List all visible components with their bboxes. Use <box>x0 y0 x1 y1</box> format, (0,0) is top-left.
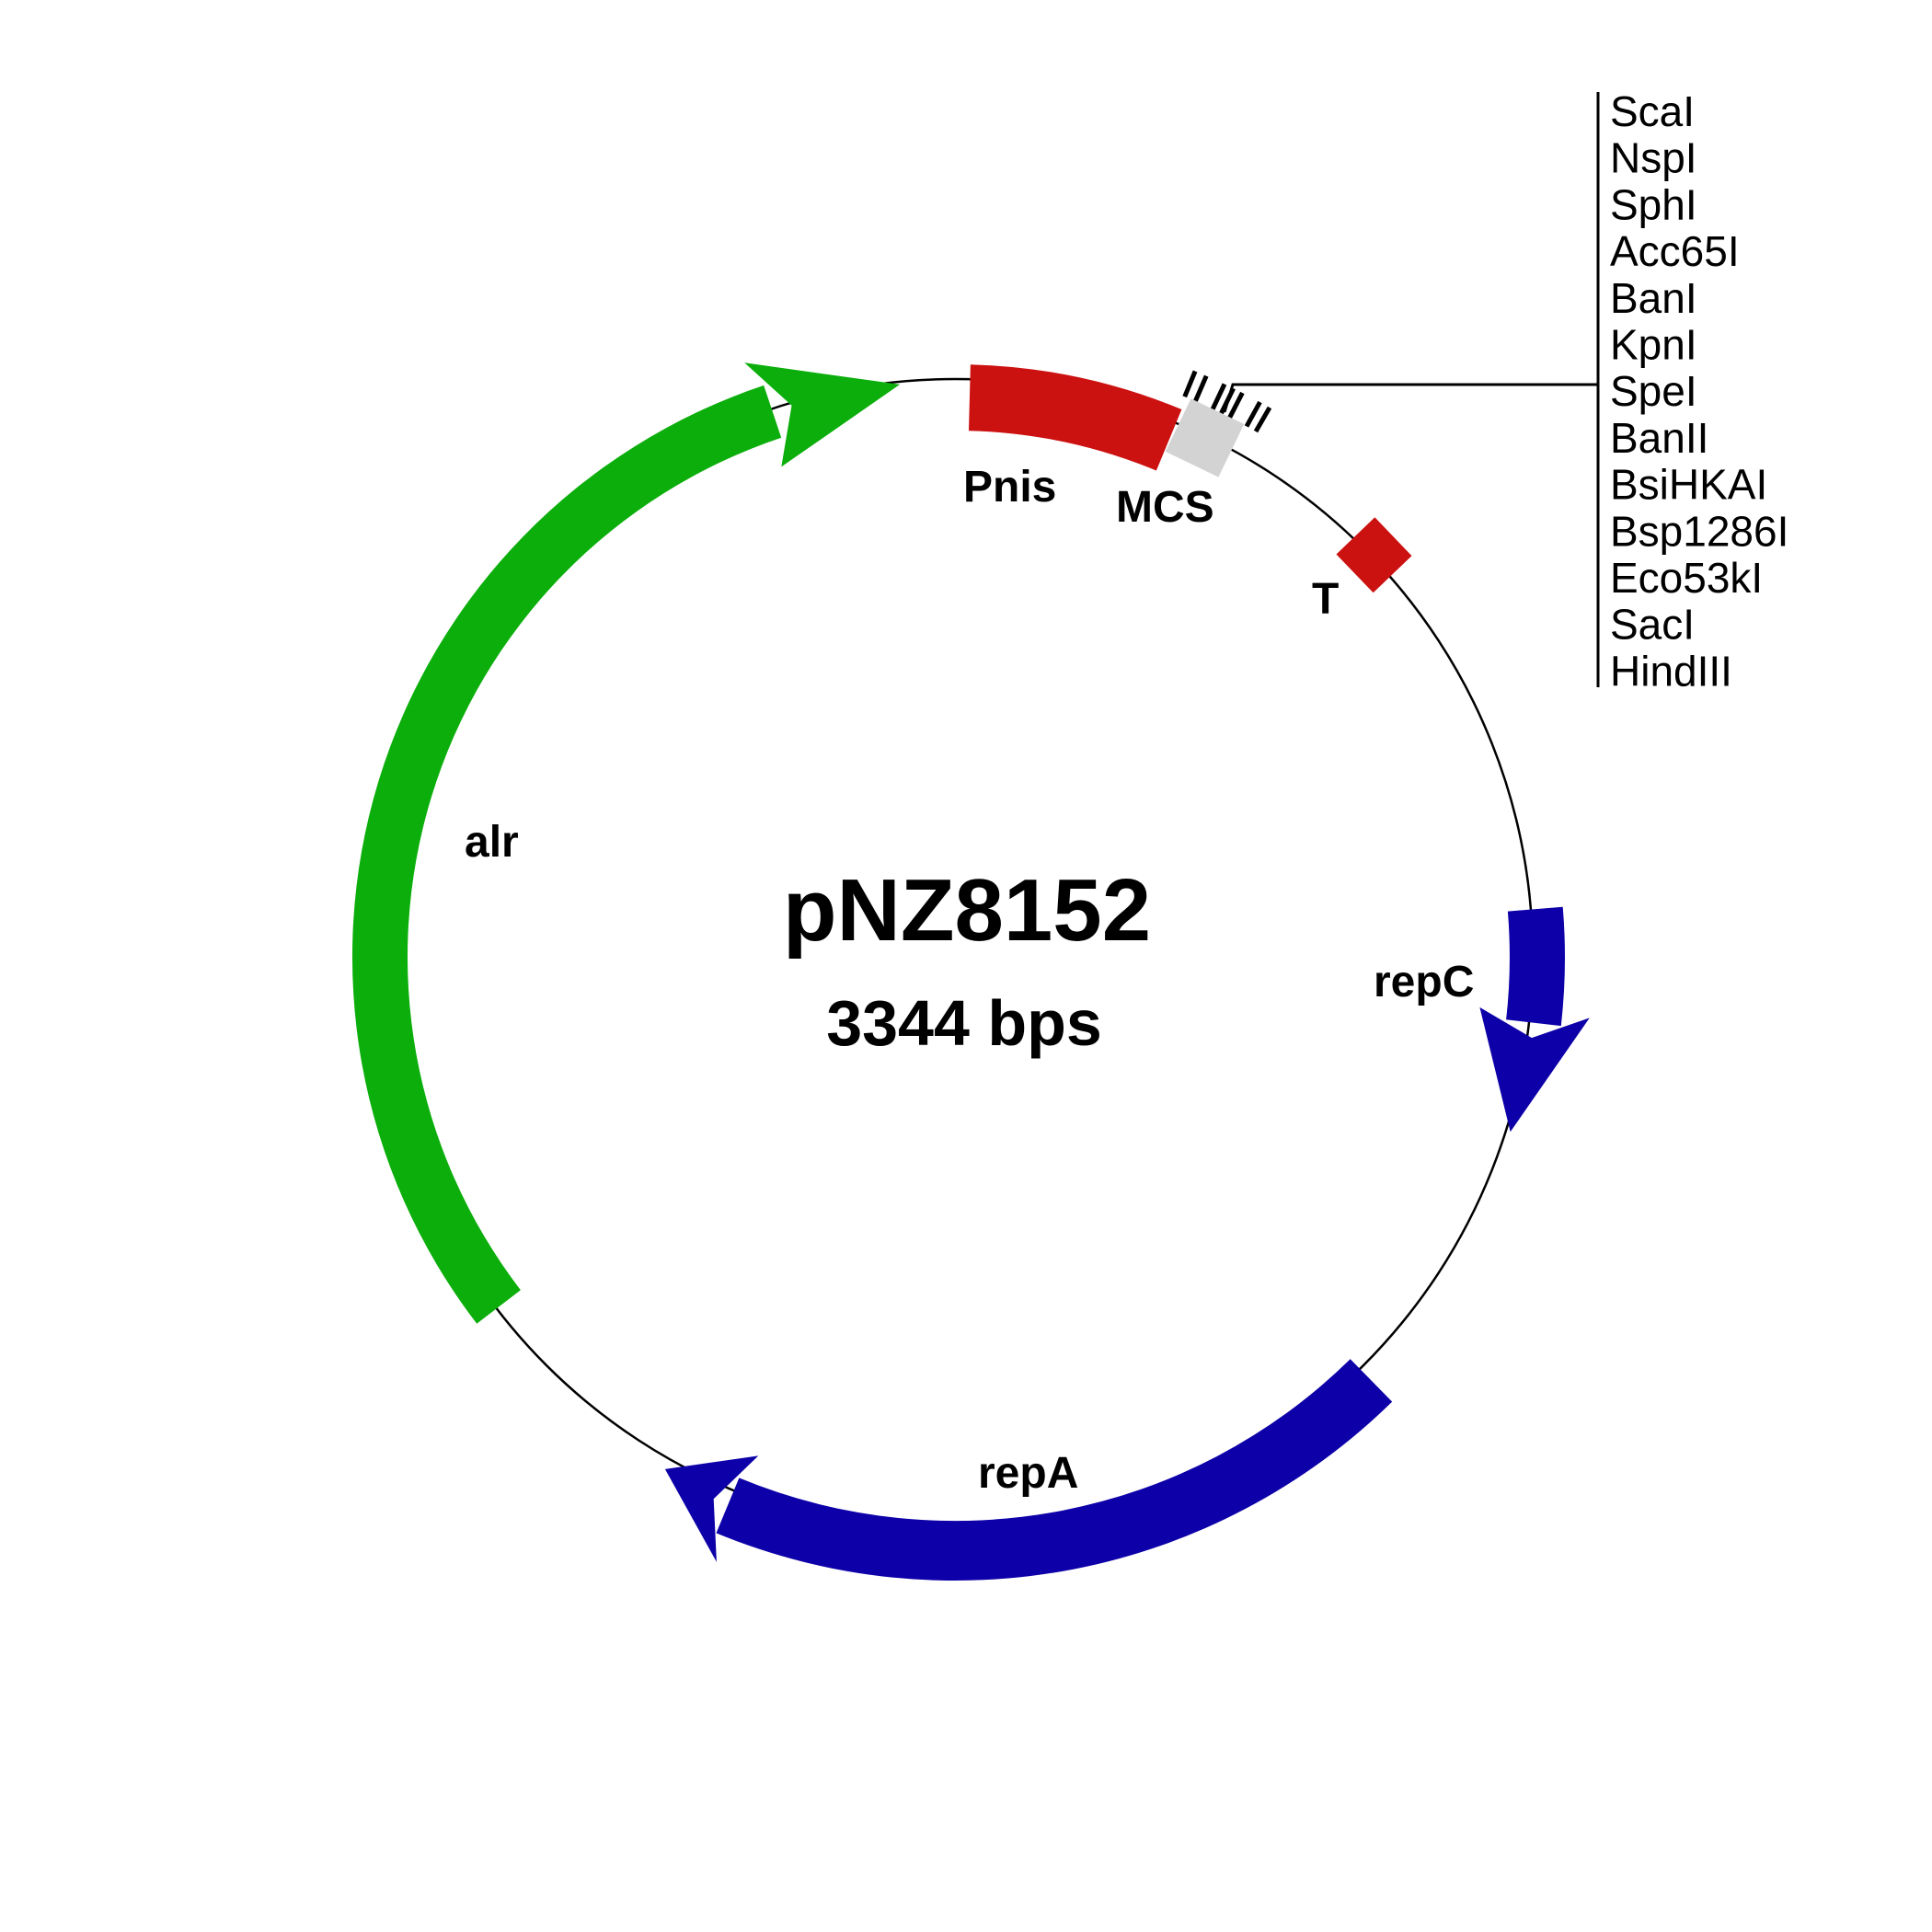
enzyme-item: BanII <box>1610 414 1708 462</box>
enzyme-item: Bsp1286I <box>1610 507 1788 555</box>
plasmid-title: pNZ8152 <box>783 861 1151 960</box>
enzyme-item: SacI <box>1610 601 1695 649</box>
enzyme-item: KpnI <box>1610 321 1697 369</box>
enzyme-item: BsiHKAI <box>1610 461 1767 509</box>
terminator-label: T <box>1312 575 1339 624</box>
terminator-diamond <box>1336 517 1412 593</box>
enzyme-item: HindIII <box>1610 647 1732 695</box>
enzyme-item: Eco53kI <box>1610 554 1763 602</box>
pnis-promoter-arc <box>969 364 1182 471</box>
enzyme-item: ScaI <box>1610 87 1695 135</box>
pnis-label: Pnis <box>963 463 1056 512</box>
repa-arrow-head <box>664 1455 759 1562</box>
alr-arrow-body <box>351 385 782 1324</box>
alr-arrow-head <box>744 362 901 467</box>
alr-label: alr <box>465 818 519 867</box>
enzyme-item: NspI <box>1610 134 1697 182</box>
repc-arrow-head <box>1479 1006 1590 1133</box>
mcs-label: MCS <box>1116 483 1214 532</box>
plasmid-size: 3344 bps <box>826 987 1102 1059</box>
mcs-leader-line <box>1223 383 1598 413</box>
mcs-tick-marks <box>1182 370 1272 433</box>
enzyme-item: BanI <box>1610 274 1697 322</box>
enzyme-list: ScaI NspI SphI Acc65I BanI KpnI SpeI Ban… <box>1610 87 1788 695</box>
enzyme-item: SphI <box>1610 180 1697 228</box>
enzyme-item: SpeI <box>1610 367 1697 415</box>
repc-arrow-body <box>1506 906 1565 1027</box>
repa-label: repA <box>978 1449 1078 1498</box>
mcs-box <box>1165 398 1245 477</box>
repc-label: repC <box>1374 958 1474 1006</box>
enzyme-item: Acc65I <box>1610 227 1740 275</box>
repa-arrow-body <box>716 1359 1393 1581</box>
